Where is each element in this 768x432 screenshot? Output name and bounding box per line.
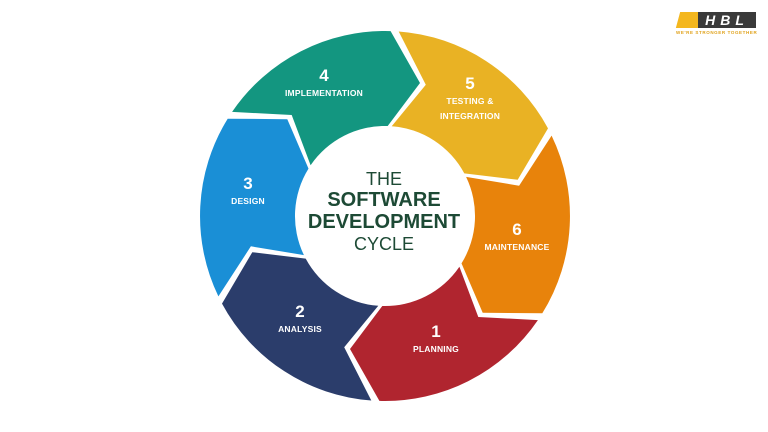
stage-3-segment bbox=[200, 118, 309, 297]
stage-5-number: 5 bbox=[465, 74, 475, 93]
stage-6-text: MAINTENANCE bbox=[484, 242, 550, 252]
stage-4-text: IMPLEMENTATION bbox=[284, 88, 364, 98]
stage-5-segment bbox=[391, 31, 548, 180]
center-title-development: DEVELOPMENT bbox=[307, 211, 461, 233]
hbl-logo: HBL WE'RE STRONGER TOGETHER bbox=[675, 12, 762, 40]
stage-2-label: 2 ANALYSIS bbox=[278, 302, 322, 337]
stage-1-text: PLANNING bbox=[413, 344, 459, 354]
stage-2-number: 2 bbox=[295, 302, 305, 321]
center-title-software: SOFTWARE bbox=[327, 189, 441, 211]
stage-4-number: 4 bbox=[319, 66, 329, 85]
logo-text: HBL bbox=[698, 12, 756, 28]
stage-4-segment bbox=[232, 31, 420, 166]
stage-1-number: 1 bbox=[431, 322, 441, 341]
center-title-the: THE bbox=[366, 169, 402, 189]
stage-1-segment bbox=[350, 266, 538, 401]
stage-5-text-2: INTEGRATION bbox=[439, 111, 501, 121]
stage-2-segment bbox=[222, 252, 379, 401]
stage-2-text: ANALYSIS bbox=[278, 324, 322, 334]
stage-5-label: 5 TESTING & INTEGRATION bbox=[440, 74, 500, 124]
stage-3-number: 3 bbox=[243, 174, 253, 193]
stage-6-number: 6 bbox=[512, 220, 522, 239]
stage-3-text: DESIGN bbox=[231, 196, 265, 206]
stage-3-label: 3 DESIGN bbox=[231, 174, 265, 209]
stage-6-label: 6 MAINTENANCE bbox=[484, 220, 549, 255]
stage-6-segment bbox=[461, 135, 570, 314]
stage-5-text: TESTING & bbox=[446, 96, 494, 106]
stage-4-label: 4 IMPLEMENTATION bbox=[285, 66, 363, 101]
center-title-cycle: CYCLE bbox=[353, 234, 415, 254]
logo-tagline: WE'RE STRONGER TOGETHER bbox=[676, 30, 758, 35]
stage-1-label: 1 PLANNING bbox=[413, 322, 459, 357]
